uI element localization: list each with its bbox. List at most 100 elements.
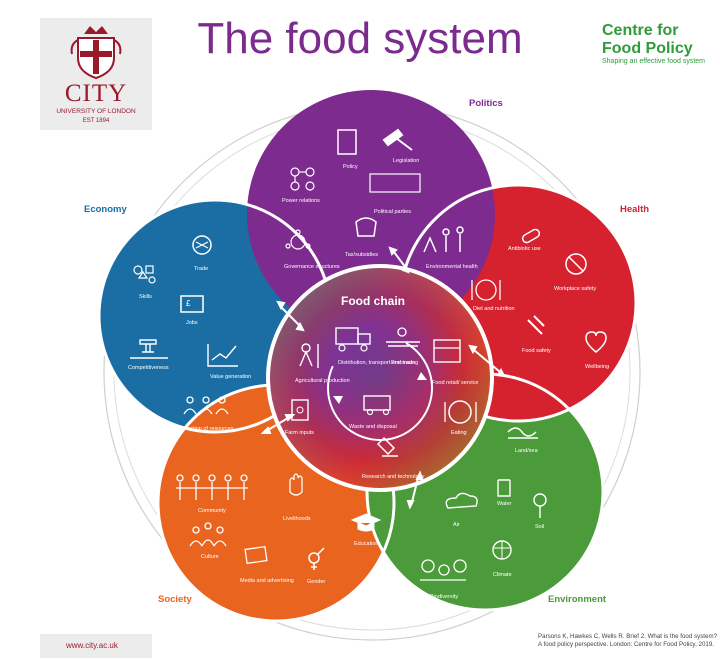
city-crest-icon [70, 26, 122, 80]
newspaper-icon [244, 545, 268, 565]
society-item-livelihoods: Livelihoods [283, 516, 311, 522]
chain-agricultural: Agricultural production [295, 378, 350, 384]
growth-chart-icon [207, 344, 238, 367]
environment-item-land-sea: Land/sea [515, 448, 539, 454]
food-chain-cycle-arrow [327, 335, 433, 441]
hand-icon [289, 473, 303, 496]
society-item-media: Media and advertising [240, 578, 294, 584]
plate-icon [448, 400, 472, 424]
org-logo: Centre for Food Policy [602, 22, 693, 58]
logo-est-text: EST 1894 [82, 118, 110, 124]
citation: Parsons K, Hawkes C, Wells R. Brief 2. W… [538, 633, 718, 649]
health-item-environmental-health: Environmental health [426, 264, 478, 270]
politics-item-political-parties: Political parties [374, 209, 411, 215]
graduation-cap-icon [350, 513, 382, 532]
people-environment-icon [423, 226, 464, 253]
society-items: Community Livelihoods Education Culture … [176, 473, 382, 585]
footer-url-box[interactable]: www.city.ac.uk [40, 634, 152, 658]
city-university-logo: CITY UNIVERSITY OF LONDON EST 1894 [40, 18, 152, 130]
community-icon [176, 474, 248, 500]
politics-item-governance: Governance structures [284, 264, 340, 270]
health-item-diet-nutrition: Diet and nutrition [473, 306, 515, 312]
governance-icon [285, 229, 311, 250]
environment-item-biodiversity: Biodiversity [430, 594, 458, 600]
politics-item-legislation: Legislation [393, 158, 419, 164]
health-item-antibiotic-use: Antibiotic use [508, 246, 541, 252]
microscope-icon [376, 436, 398, 457]
environment-item-climate: Climate [493, 572, 512, 578]
economy-item-trade: Trade [194, 266, 208, 272]
citation-line2: A food policy perspective. London: Centr… [538, 641, 714, 648]
chain-waste: Waste and disposal [349, 424, 397, 430]
page-title: The food system [197, 14, 523, 63]
clipboard-icon [337, 129, 357, 155]
protest-signs-icon [369, 173, 421, 193]
briefcase-icon [180, 295, 204, 313]
tap-icon [497, 479, 511, 497]
land-sea-icon [507, 427, 538, 439]
shop-icon [433, 339, 461, 363]
environment-item-soil: Soil [535, 524, 544, 530]
money-bag-icon [355, 217, 377, 237]
politics-item-power-relations: Power relations [282, 198, 320, 204]
gender-icon [308, 547, 325, 570]
biodiversity-icon [420, 559, 467, 581]
food-chain-items: Food chain Agricultural production Distr… [285, 294, 478, 480]
org-line2: Food Policy [602, 40, 693, 57]
economy-label: Economy [84, 204, 127, 215]
society-item-culture: Culture [201, 554, 219, 560]
politics-item-tax-subsidies: Tax/subsidies [345, 252, 378, 258]
network-icon [290, 167, 315, 191]
politics-items: Policy Legislation Power relations Polit… [282, 128, 421, 270]
health-items: Environmental health Antibiotic use Work… [423, 226, 609, 370]
health-item-wellbeing: Wellbeing [585, 364, 609, 370]
interaction-arrows [260, 246, 506, 510]
skills-icon [133, 265, 156, 284]
cloud-icon [445, 492, 478, 509]
farmer-icon [299, 343, 319, 368]
politics-item-policy: Policy [343, 164, 358, 170]
footer-url[interactable]: www.city.ac.uk [66, 641, 118, 650]
society-item-gender: Gender [307, 579, 326, 585]
waste-truck-icon [363, 395, 391, 411]
chain-research: Research and technology [362, 474, 425, 480]
economy-items: Trade Skills £ Jobs Competitiveness Valu… [128, 235, 251, 432]
culture-icon [189, 522, 227, 547]
politics-label: Politics [469, 98, 503, 109]
chain-processing: Processing [391, 360, 418, 366]
gavel-icon [382, 128, 413, 151]
economy-item-value-generation: Value generation [210, 374, 251, 380]
sack-icon [291, 399, 309, 421]
chain-distribution: Distribution, transport and trade [338, 360, 415, 366]
economy-item-jobs: Jobs [186, 320, 198, 326]
citation-line1: Parsons K, Hawkes C, Wells R. Brief 2. W… [538, 633, 718, 640]
health-label: Health [620, 204, 649, 215]
heart-icon [585, 331, 607, 353]
org-tagline: Shaping an effective food system [602, 58, 705, 65]
chain-retail: Food retail/ service [432, 380, 478, 386]
logo-university-text: UNIVERSITY OF LONDON [56, 108, 136, 115]
conveyor-icon [386, 341, 420, 347]
environment-label: Environment [548, 594, 607, 605]
org-line1: Centre for [602, 22, 679, 39]
environment-item-air: Air [453, 522, 460, 528]
politics-circle [247, 90, 495, 338]
trade-icon [192, 235, 212, 255]
economy-item-allocation: Allocation of resources [178, 426, 234, 432]
no-hazard-icon [565, 253, 587, 275]
pill-icon [521, 228, 541, 244]
environment-items: Land/sea Air Water Soil Climate Biodiver… [420, 427, 547, 600]
health-item-workplace-safety: Workplace safety [554, 286, 596, 292]
people-group-icon [183, 396, 229, 415]
environment-item-water: Water [497, 501, 512, 507]
society-item-education: Education [354, 541, 378, 547]
pound-symbol: £ [186, 299, 191, 308]
health-item-food-safety: Food safety [522, 348, 551, 354]
food-chain-title: Food chain [341, 294, 405, 308]
chain-farm-inputs: Farm inputs [285, 430, 314, 436]
economy-item-skills: Skills [139, 294, 152, 300]
society-label: Society [158, 594, 193, 605]
food-safety-icon [527, 315, 545, 335]
economy-item-competitiveness: Competitiveness [128, 365, 169, 371]
